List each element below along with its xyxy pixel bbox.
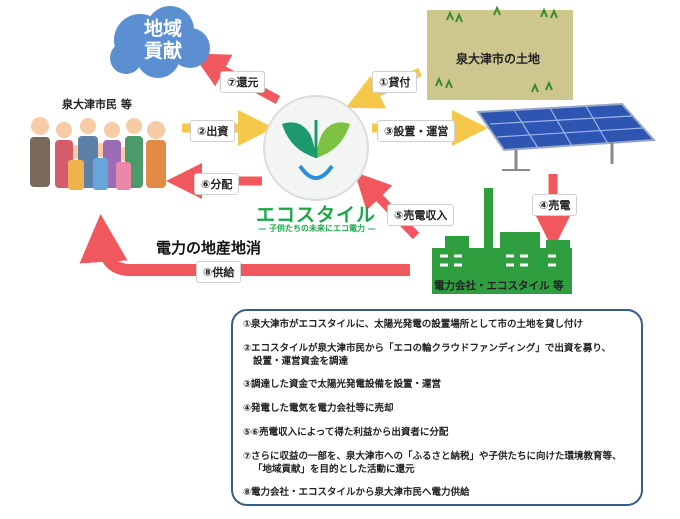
explanation-line-9: ⑧電力会社・エコスタイルから泉大津市民へ電力供給 [243,487,470,498]
flow-label-sell: ④売電 [532,194,578,216]
flow-label-revenue: ⑤売電収入 [387,204,455,226]
community-label-line2: 貢献 [143,40,182,62]
flow-label-return: ⑦還元 [220,71,266,93]
flow-label-supply: ⑧供給 [196,261,242,283]
explanation-line-5: ④発電した電気を電力会社等に売却 [243,403,394,414]
land-label: 泉大津市の土地 [456,52,541,66]
citizens-label: 泉大津市民 等 [62,98,132,111]
explanation-line-4: ③調達した資金で太陽光発電設備を設置・運営 [243,379,442,390]
explanation-line-8: 「地域貢献」を目的とした活動に還元 [253,464,415,475]
arrow-supply [79,214,410,276]
solar-panel-icon [476,102,657,171]
explanation-line-2: ②エコスタイルが泉大津市民から「エコの輪クラウドファンディング」で出資を募り、 [243,343,611,354]
power-company-label: 電力会社・エコスタイル 等 [434,280,564,292]
community-label-line1: 地域 [143,18,182,40]
flow-label-lease: ①貸付 [372,71,418,93]
explanation-box: ①泉大津市がエコスタイルに、太陽光発電の設置場所として市の土地を貸し付け ②エコ… [231,309,643,506]
flow-label-distribute: ⑥分配 [194,173,240,195]
ecostyle-tagline-text: 子供たちの未来にエコ電力 [269,224,365,233]
ecostyle-logo-icon [263,95,369,201]
citizens-group-icon [30,117,166,190]
power-plant-icon [426,188,578,294]
ecostyle-brand: エコスタイル [255,204,376,226]
explanation-line-3: 設置・運営資金を調達 [253,356,349,367]
community-label: 地域 貢献 [118,18,208,62]
local-power-label: 電力の地産地消 [156,239,262,257]
flow-label-install: ③設置・運営 [377,120,456,142]
explanation-line-6: ⑤⑥売電収入によって得た利益から出資者に分配 [243,427,449,438]
explanation-line-7: ⑦さらに収益の一部を、泉大津市への「ふるさと納税」や子供たちに向けた環境教育等、 [243,451,622,462]
ecostyle-tagline: — 子供たちの未来にエコ電力 — [258,224,376,233]
community-cloud-icon [110,6,210,78]
land-icon [427,5,573,100]
flow-label-invest: ②出資 [190,120,236,142]
explanation-line-1: ①泉大津市がエコスタイルに、太陽光発電の設置場所として市の土地を貸し付け [243,319,583,330]
